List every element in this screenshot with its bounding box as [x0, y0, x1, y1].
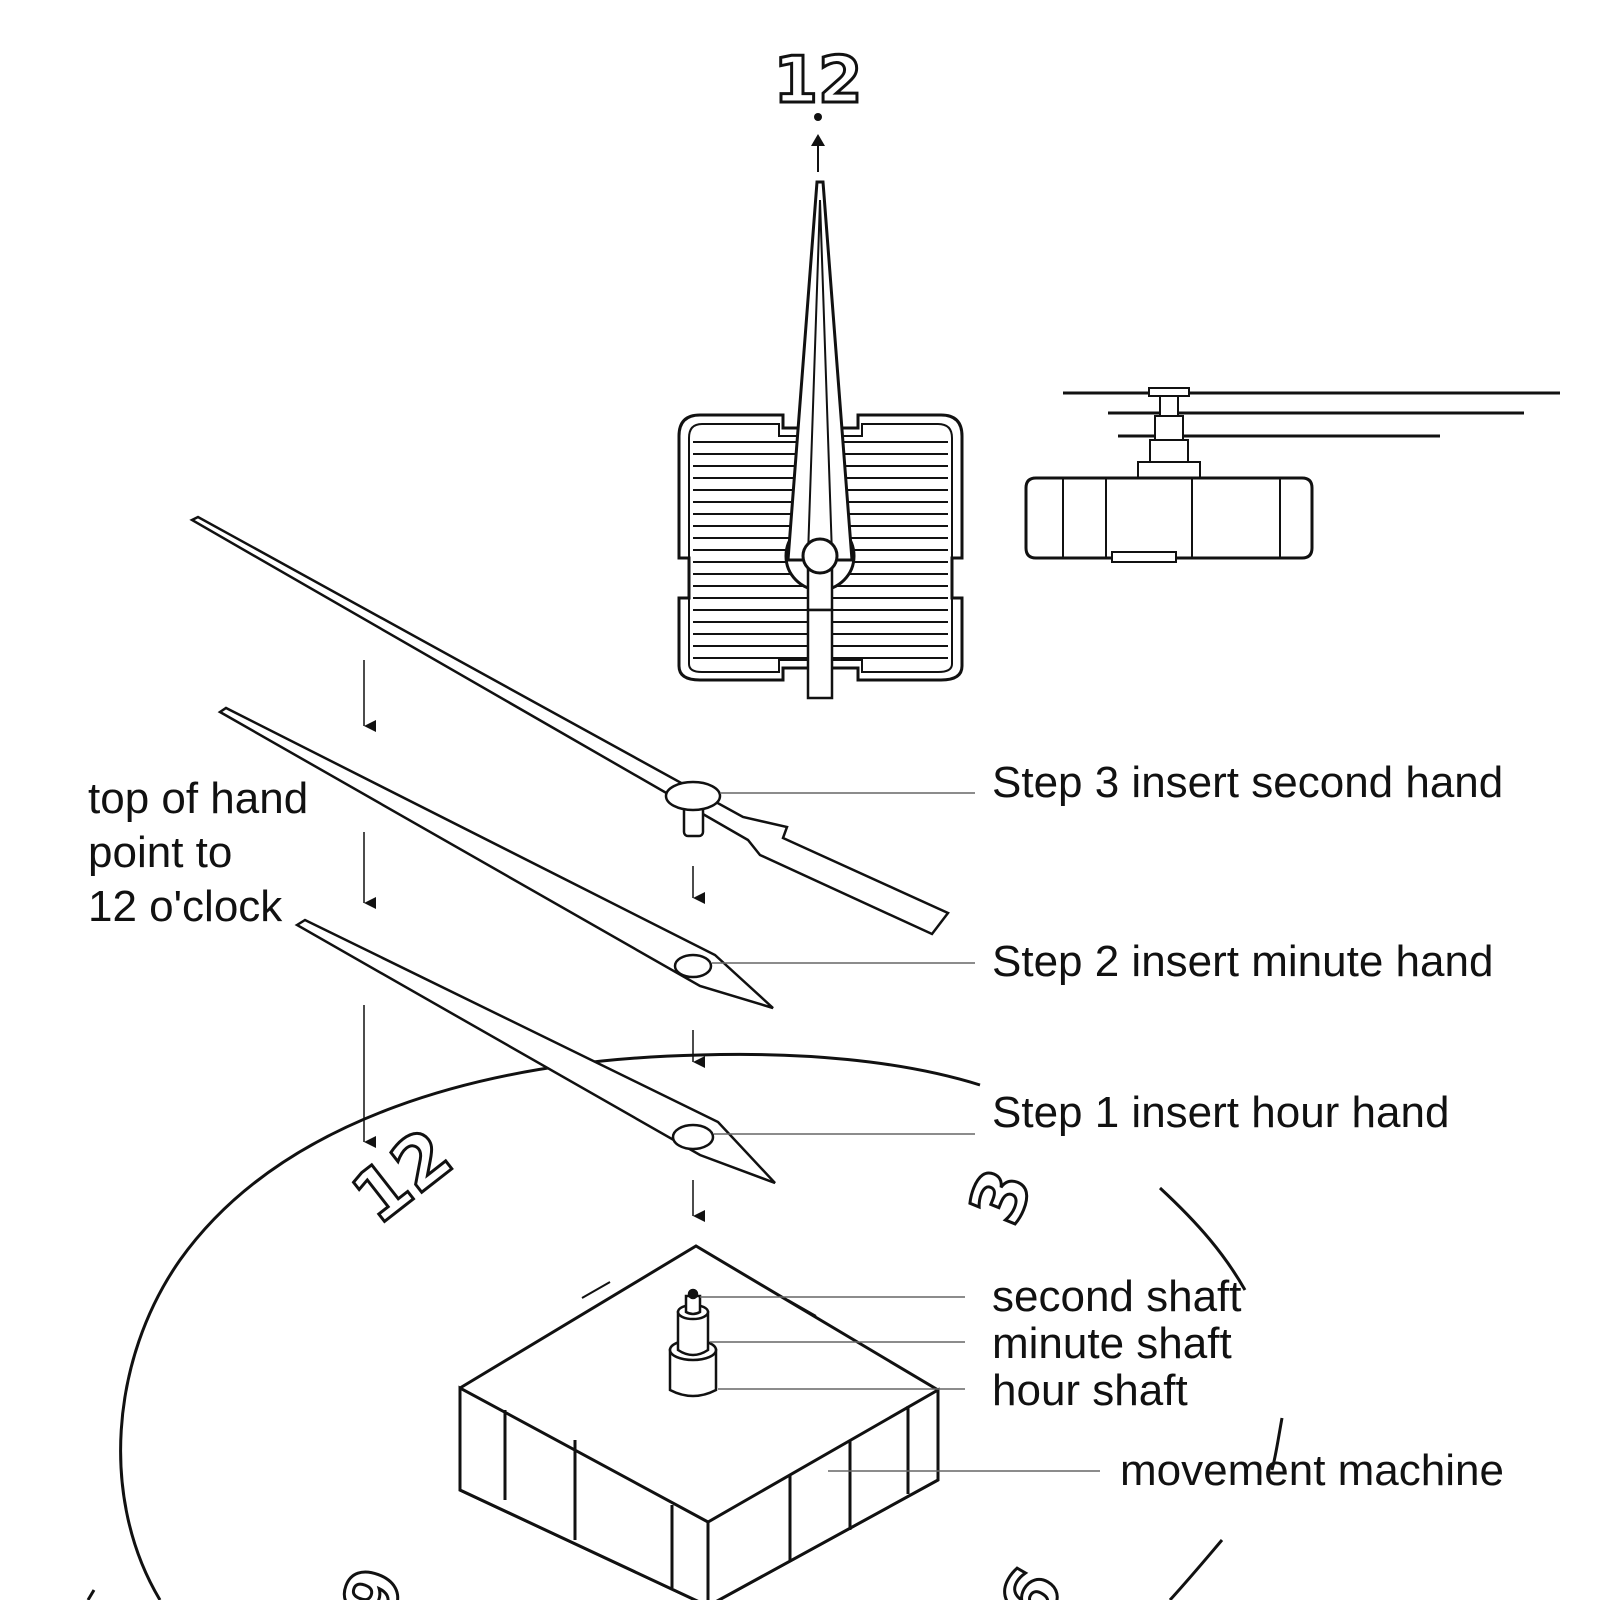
- up-arrow-icon: [811, 113, 825, 172]
- minute-hand: [217, 706, 774, 1010]
- insertion-arrows: [363, 660, 705, 1222]
- minute-shaft-label: minute shaft: [992, 1319, 1232, 1368]
- dial-numeral-9: 9: [325, 1556, 421, 1600]
- second-hand: [189, 515, 950, 936]
- hour-hand: [294, 918, 776, 1185]
- instruction-line-2: point to: [88, 828, 233, 877]
- leader-lines: [700, 792, 1100, 1472]
- step-2-label: Step 2 insert minute hand: [992, 937, 1494, 986]
- dial-numeral-6: 6: [982, 1554, 1080, 1600]
- top-twelve-numeral: 12: [773, 44, 862, 118]
- shaft-stack: [668, 1288, 718, 1398]
- movement-machine-label: movement machine: [1120, 1446, 1504, 1495]
- step-3-label: Step 3 insert second hand: [992, 758, 1504, 807]
- second-shaft-label: second shaft: [992, 1272, 1242, 1321]
- dial-numeral-12: 12: [337, 1112, 468, 1240]
- movement-front-view: [677, 180, 964, 700]
- instruction-line-3: 12 o'clock: [88, 882, 283, 931]
- instruction-line-1: top of hand: [88, 774, 309, 823]
- step-1-label: Step 1 insert hour hand: [992, 1088, 1450, 1137]
- movement-machine: [458, 1244, 940, 1600]
- hour-shaft-label: hour shaft: [992, 1366, 1188, 1415]
- dial-numeral-3: 3: [953, 1157, 1050, 1235]
- movement-side-view: [1024, 387, 1560, 563]
